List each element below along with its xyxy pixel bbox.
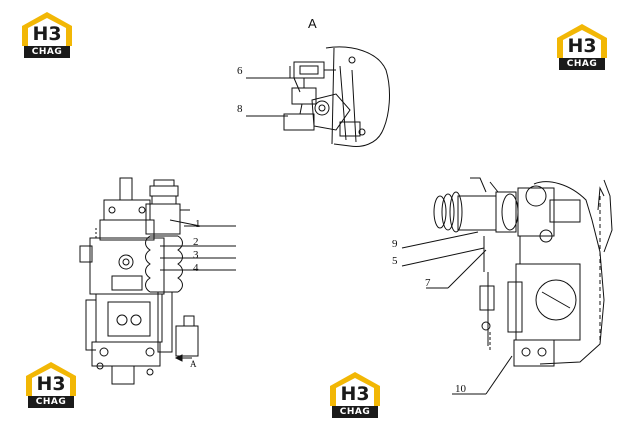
callout-10: 10 [455, 383, 466, 395]
callout-2: 2 [193, 236, 199, 248]
callout-3: 3 [193, 249, 199, 261]
front-view-pump [79, 177, 236, 385]
view-a-marker: A [190, 359, 197, 369]
logo-house-icon [26, 362, 76, 396]
side-view-engine [401, 177, 613, 395]
callout-7: 7 [425, 277, 431, 289]
logo-mark: H3 [36, 373, 66, 395]
logo-word: CHAG [332, 406, 378, 418]
logo-mark: H3 [32, 23, 62, 45]
logo-word: CHAG [24, 46, 70, 58]
callout-4: 4 [193, 262, 199, 274]
brand-logo-bottom-left: H3 CHAG [22, 360, 80, 410]
callout-6: 6 [237, 65, 243, 77]
callout-1: 1 [195, 218, 201, 230]
logo-mark: H3 [340, 383, 370, 405]
callout-5: 5 [392, 255, 398, 267]
brand-logo-bottom-center: H3 CHAG [326, 370, 384, 420]
logo-house-icon [330, 372, 380, 406]
brand-logo-top-right: H3 CHAG [553, 22, 611, 72]
detail-view-a [283, 46, 390, 147]
logo-word: CHAG [559, 58, 605, 70]
logo-word: CHAG [28, 396, 74, 408]
logo-house-icon [22, 12, 72, 46]
brand-logo-top-left: H3 CHAG [18, 10, 76, 60]
callout-8: 8 [237, 103, 243, 115]
logo-mark: H3 [567, 35, 597, 57]
logo-house-icon [557, 24, 607, 58]
callout-9: 9 [392, 238, 398, 250]
view-title: A [308, 16, 317, 31]
